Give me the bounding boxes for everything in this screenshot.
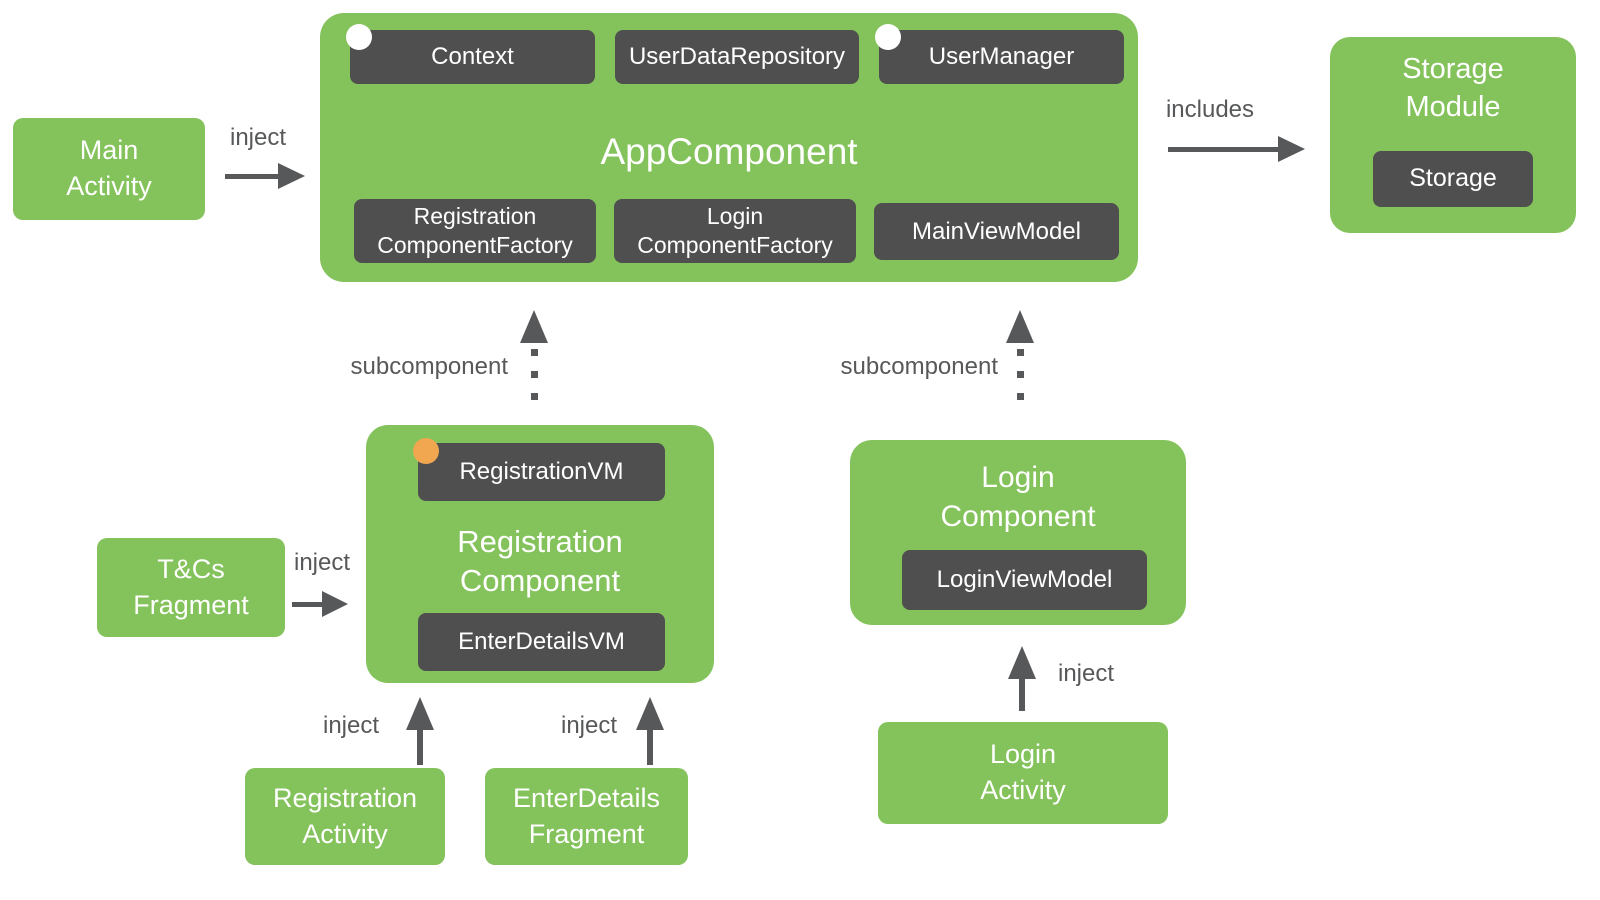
node-app-component: Context UserDataRepository UserManager A… (320, 13, 1138, 282)
arrow-line (1168, 147, 1280, 152)
arrow-line (292, 602, 324, 607)
node-storage-module: Storage Module Storage (1330, 37, 1576, 233)
node-login-view-model: LoginViewModel (902, 550, 1147, 610)
scope-dot-registration-vm-icon (413, 438, 439, 464)
storage-module-title: Storage Module (1402, 53, 1504, 123)
node-context: Context (350, 30, 595, 84)
node-user-manager: UserManager (879, 30, 1124, 84)
edge-label-subcomponent: subcomponent (840, 353, 998, 380)
arrow-line (225, 174, 279, 179)
arrow-line (647, 727, 653, 765)
arrow-head-up-icon (1006, 310, 1034, 343)
edge-label-subcomponent: subcomponent (350, 353, 508, 380)
login-component-title: Login Component (940, 461, 1096, 533)
arrow-head-up-icon (636, 697, 664, 730)
arrow-head-up-icon (520, 310, 548, 343)
arrow-head-up-icon (1008, 646, 1036, 679)
edge-label-inject: inject (229, 124, 287, 151)
node-registration-activity: Registration Activity (245, 768, 445, 865)
node-tcs-fragment: T&Cs Fragment (97, 538, 285, 637)
node-registration-component: RegistrationVM Registration Component En… (366, 425, 714, 683)
arrow-head-up-icon (406, 697, 434, 730)
dashed-line (531, 349, 538, 411)
node-main-view-model: MainViewModel (874, 203, 1119, 260)
node-main-activity: Main Activity (13, 118, 205, 220)
node-user-data-repository: UserDataRepository (615, 30, 859, 84)
scope-dot-user-manager-icon (875, 24, 901, 50)
arrow-line (417, 727, 423, 765)
edge-label-inject: inject (293, 549, 351, 576)
arrow-head-right-icon (278, 163, 305, 189)
registration-component-title: Registration Component (457, 524, 623, 599)
node-enterdetails-fragment: EnterDetails Fragment (485, 768, 688, 865)
edge-label-includes: includes (1165, 96, 1255, 123)
arrow-head-right-icon (322, 591, 348, 617)
arrow-head-right-icon (1278, 136, 1305, 162)
node-registration-vm: RegistrationVM (418, 443, 665, 501)
scope-dot-context-icon (346, 24, 372, 50)
edge-label-inject: inject (322, 712, 380, 739)
node-enter-details-vm: EnterDetailsVM (418, 613, 665, 671)
node-storage: Storage (1373, 151, 1533, 207)
edge-label-inject: inject (560, 712, 618, 739)
edge-label-inject: inject (1058, 660, 1115, 687)
arrow-line (1019, 677, 1025, 711)
dashed-line (1017, 349, 1024, 411)
node-login-component: Login Component LoginViewModel (850, 440, 1186, 625)
app-component-title: AppComponent (600, 131, 858, 172)
node-login-component-factory: Login ComponentFactory (614, 199, 856, 263)
node-login-activity: Login Activity (878, 722, 1168, 824)
node-registration-component-factory: Registration ComponentFactory (354, 199, 596, 263)
